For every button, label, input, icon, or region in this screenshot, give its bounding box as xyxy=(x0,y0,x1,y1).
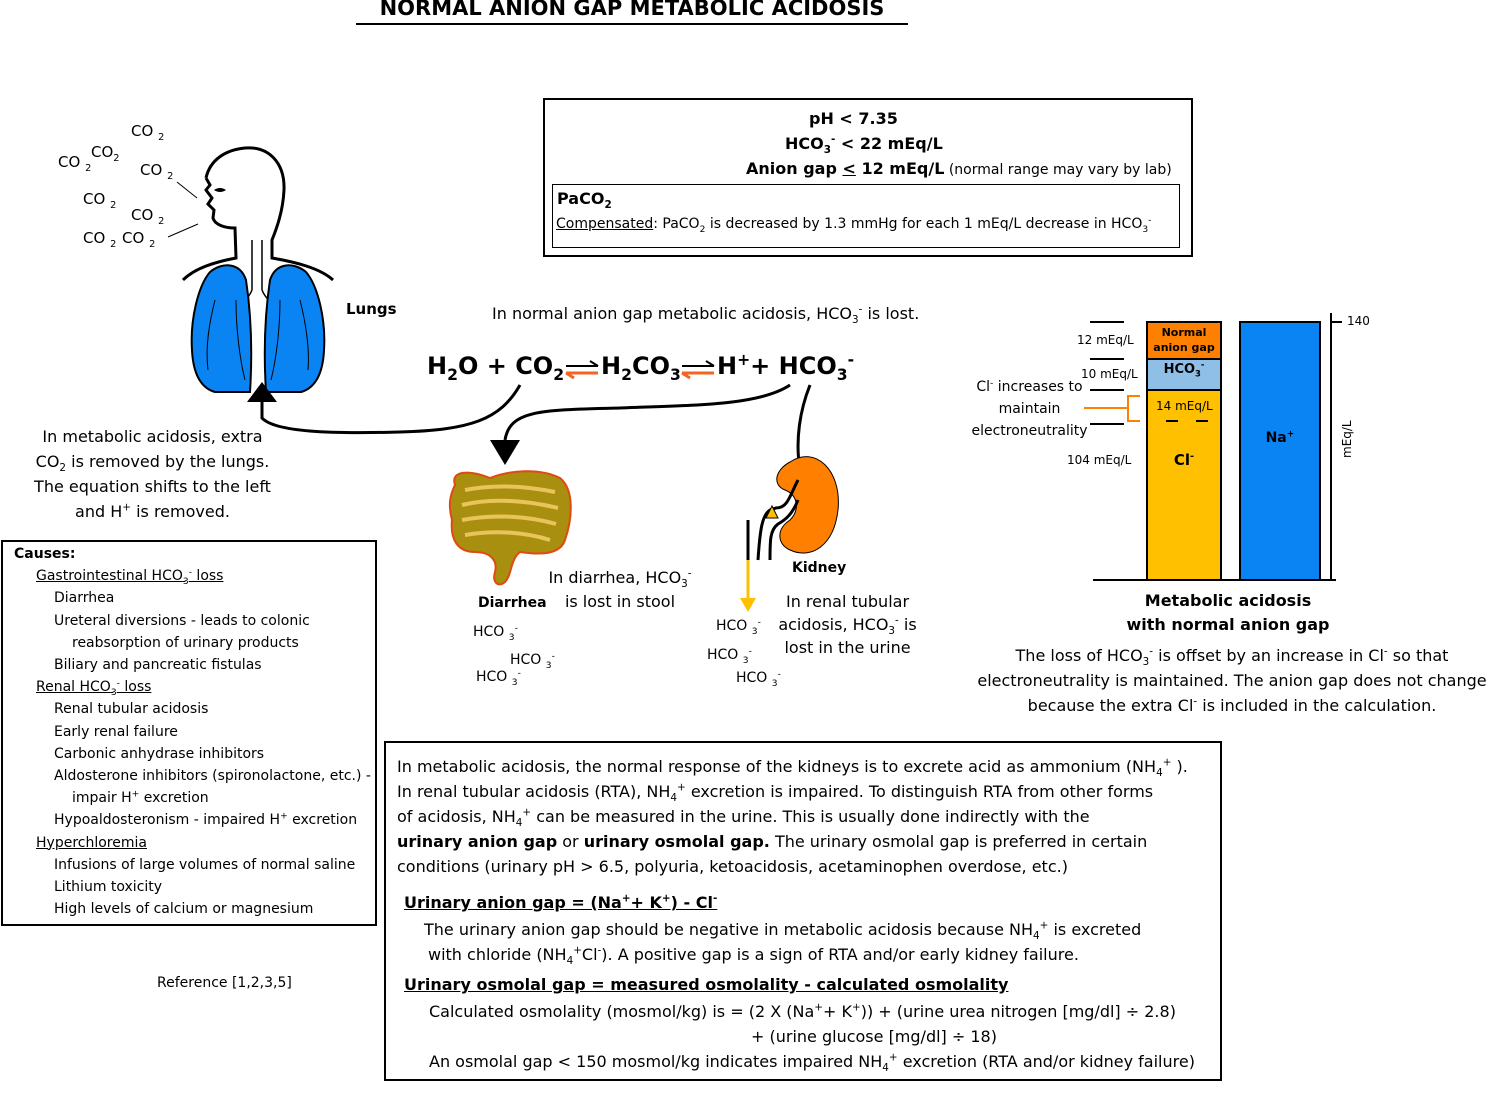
cause-item: Early renal failure xyxy=(54,723,178,740)
hco3-ion: HCO 3- xyxy=(476,668,521,688)
hco3-ion: HCO 3- xyxy=(510,651,555,671)
urinary-osmolal-gap-formula: Urinary osmolal gap = measured osmolalit… xyxy=(404,975,1009,994)
axis-label: mEq/L xyxy=(1340,420,1354,458)
tick-label-10: 10 mEq/L xyxy=(1081,367,1138,381)
cause-item: Diarrhea xyxy=(54,590,115,607)
cause-item: Aldosterone inhibitors (spironolactone, … xyxy=(54,768,371,785)
criteria-box: pH < 7.35 HCO3- < 22 mEq/L Anion gap < 1… xyxy=(543,98,1193,257)
intestine-icon xyxy=(448,470,572,586)
co2-label: CO 2 xyxy=(131,122,165,143)
co2-label: CO 2 xyxy=(83,190,117,211)
arrow-to-lungs xyxy=(260,384,522,435)
cause-item: Infusions of large volumes of normal sal… xyxy=(54,856,356,873)
lungs-label: Lungs xyxy=(346,300,397,318)
cause-item: impair H+ excretion xyxy=(72,789,209,807)
up-arrow-icon xyxy=(247,382,277,402)
diarrhea-caption: In diarrhea, HCO3- is lost in stool xyxy=(548,567,692,611)
cl-segment xyxy=(1146,389,1222,581)
cause-category: Hyperchloremia xyxy=(36,834,147,851)
cl-bar-label: Cl- xyxy=(1173,451,1195,469)
cause-category: Gastrointestinal HCO3- loss xyxy=(36,567,224,587)
urine-arrow-icon xyxy=(740,598,756,612)
hco3-ion: HCO 3- xyxy=(707,646,752,666)
lungs-caption: In metabolic acidosis, extra CO2 is remo… xyxy=(34,427,271,521)
kidney-icon xyxy=(740,456,839,612)
equation-middle: H2CO3 xyxy=(601,352,681,384)
co2-label: CO 2 xyxy=(83,229,117,250)
paco2-box: PaCO2 Compensated: PaCO2 is decreased by… xyxy=(552,184,1180,248)
kidney-caption: In renal tubular acidosis, HCO3- is lost… xyxy=(778,592,917,657)
chart-title: Metabolic acidosis with normal anion gap xyxy=(1126,591,1330,634)
equation-left: H2O + CO2 xyxy=(427,352,565,384)
cause-item: Biliary and pancreatic fistulas xyxy=(54,657,262,674)
cause-item: reabsorption of urinary products xyxy=(72,634,299,651)
cause-category: Renal HCO3- loss xyxy=(36,678,152,699)
co2-label: CO2 xyxy=(91,143,120,164)
page-title: NORMAL ANION GAP METABOLIC ACIDOSIS xyxy=(356,0,908,25)
co2-label: CO 2 xyxy=(58,153,92,174)
eye-icon xyxy=(214,188,226,192)
equation-right: H++ HCO3- xyxy=(717,351,855,384)
causes-box: Causes: Gastrointestinal HCO3- loss Diar… xyxy=(1,540,377,926)
anion-gap-criterion: Anion gap < 12 mEq/L (normal range may v… xyxy=(746,159,1172,178)
equation-intro: In normal anion gap metabolic acidosis, … xyxy=(492,303,920,327)
hco3-ion: HCO 3- xyxy=(736,669,781,689)
anion-gap-segment xyxy=(1146,321,1222,360)
cl-note: Cl- increases to maintain electroneutral… xyxy=(971,378,1088,439)
urinary-anion-gap-text: The urinary anion gap should be negative… xyxy=(424,919,1142,968)
na-bar xyxy=(1239,321,1321,581)
scale-140-label: 140 xyxy=(1347,314,1370,328)
tick-label-14: 14 mEq/L xyxy=(1156,399,1213,413)
down-arrow-icon xyxy=(490,440,520,465)
co2-label: CO 2 xyxy=(131,206,165,227)
urinary-box: In metabolic acidosis, the normal respon… xyxy=(384,741,1222,1081)
head-outline xyxy=(181,146,335,282)
co2-label: CO 2 xyxy=(140,161,174,182)
hco3-criterion: HCO3- < 22 mEq/L xyxy=(785,133,943,157)
hco3-bar-label: HCO3- xyxy=(1163,359,1205,379)
cause-item: Lithium toxicity xyxy=(54,879,163,896)
diarrhea-label: Diarrhea xyxy=(478,595,547,611)
ph-criterion: pH < 7.35 xyxy=(809,109,898,128)
hco3-ion: HCO 3- xyxy=(473,623,518,643)
co2-label: CO 2 xyxy=(122,229,156,250)
compensation-text: Compensated: PaCO2 is decreased by 1.3 m… xyxy=(556,215,1152,235)
chart-caption: The loss of HCO3- is offset by an increa… xyxy=(977,645,1487,715)
paco2-heading: PaCO2 xyxy=(557,189,612,212)
na-bar-label: Na+ xyxy=(1265,429,1295,446)
cause-item: Renal tubular acidosis xyxy=(54,701,209,718)
urinary-intro: In metabolic acidosis, the normal respon… xyxy=(397,756,1188,876)
cause-item: High levels of calcium or magnesium xyxy=(54,901,314,918)
urinary-osmolal-gap-text: Calculated osmolality (mosmol/kg) is = (… xyxy=(429,1001,1195,1075)
bar-chart xyxy=(1084,313,1342,581)
cause-item: Hypoaldosteronism - impaired H+ excretio… xyxy=(54,811,358,829)
hco3-ion: HCO 3- xyxy=(716,617,761,637)
urinary-anion-gap-formula: Urinary anion gap = (Na++ K+) - Cl- xyxy=(404,892,718,912)
causes-heading: Causes: xyxy=(14,546,76,562)
tick-label-12: 12 mEq/L xyxy=(1077,333,1134,347)
left-lung xyxy=(190,264,253,393)
reference: Reference [1,2,3,5] xyxy=(157,975,292,991)
cause-item: Ureteral diversions - leads to colonic xyxy=(54,612,310,629)
tick-label-104: 104 mEq/L xyxy=(1067,453,1132,467)
kidney-label: Kidney xyxy=(792,560,847,576)
equilibrium-arrow-1-icon xyxy=(565,360,599,380)
trachea xyxy=(231,240,283,311)
arrow-to-gut xyxy=(503,383,791,441)
right-lung xyxy=(263,264,326,393)
cause-item: Carbonic anhydrase inhibitors xyxy=(54,745,265,762)
equilibrium-arrow-2-icon xyxy=(681,360,715,380)
